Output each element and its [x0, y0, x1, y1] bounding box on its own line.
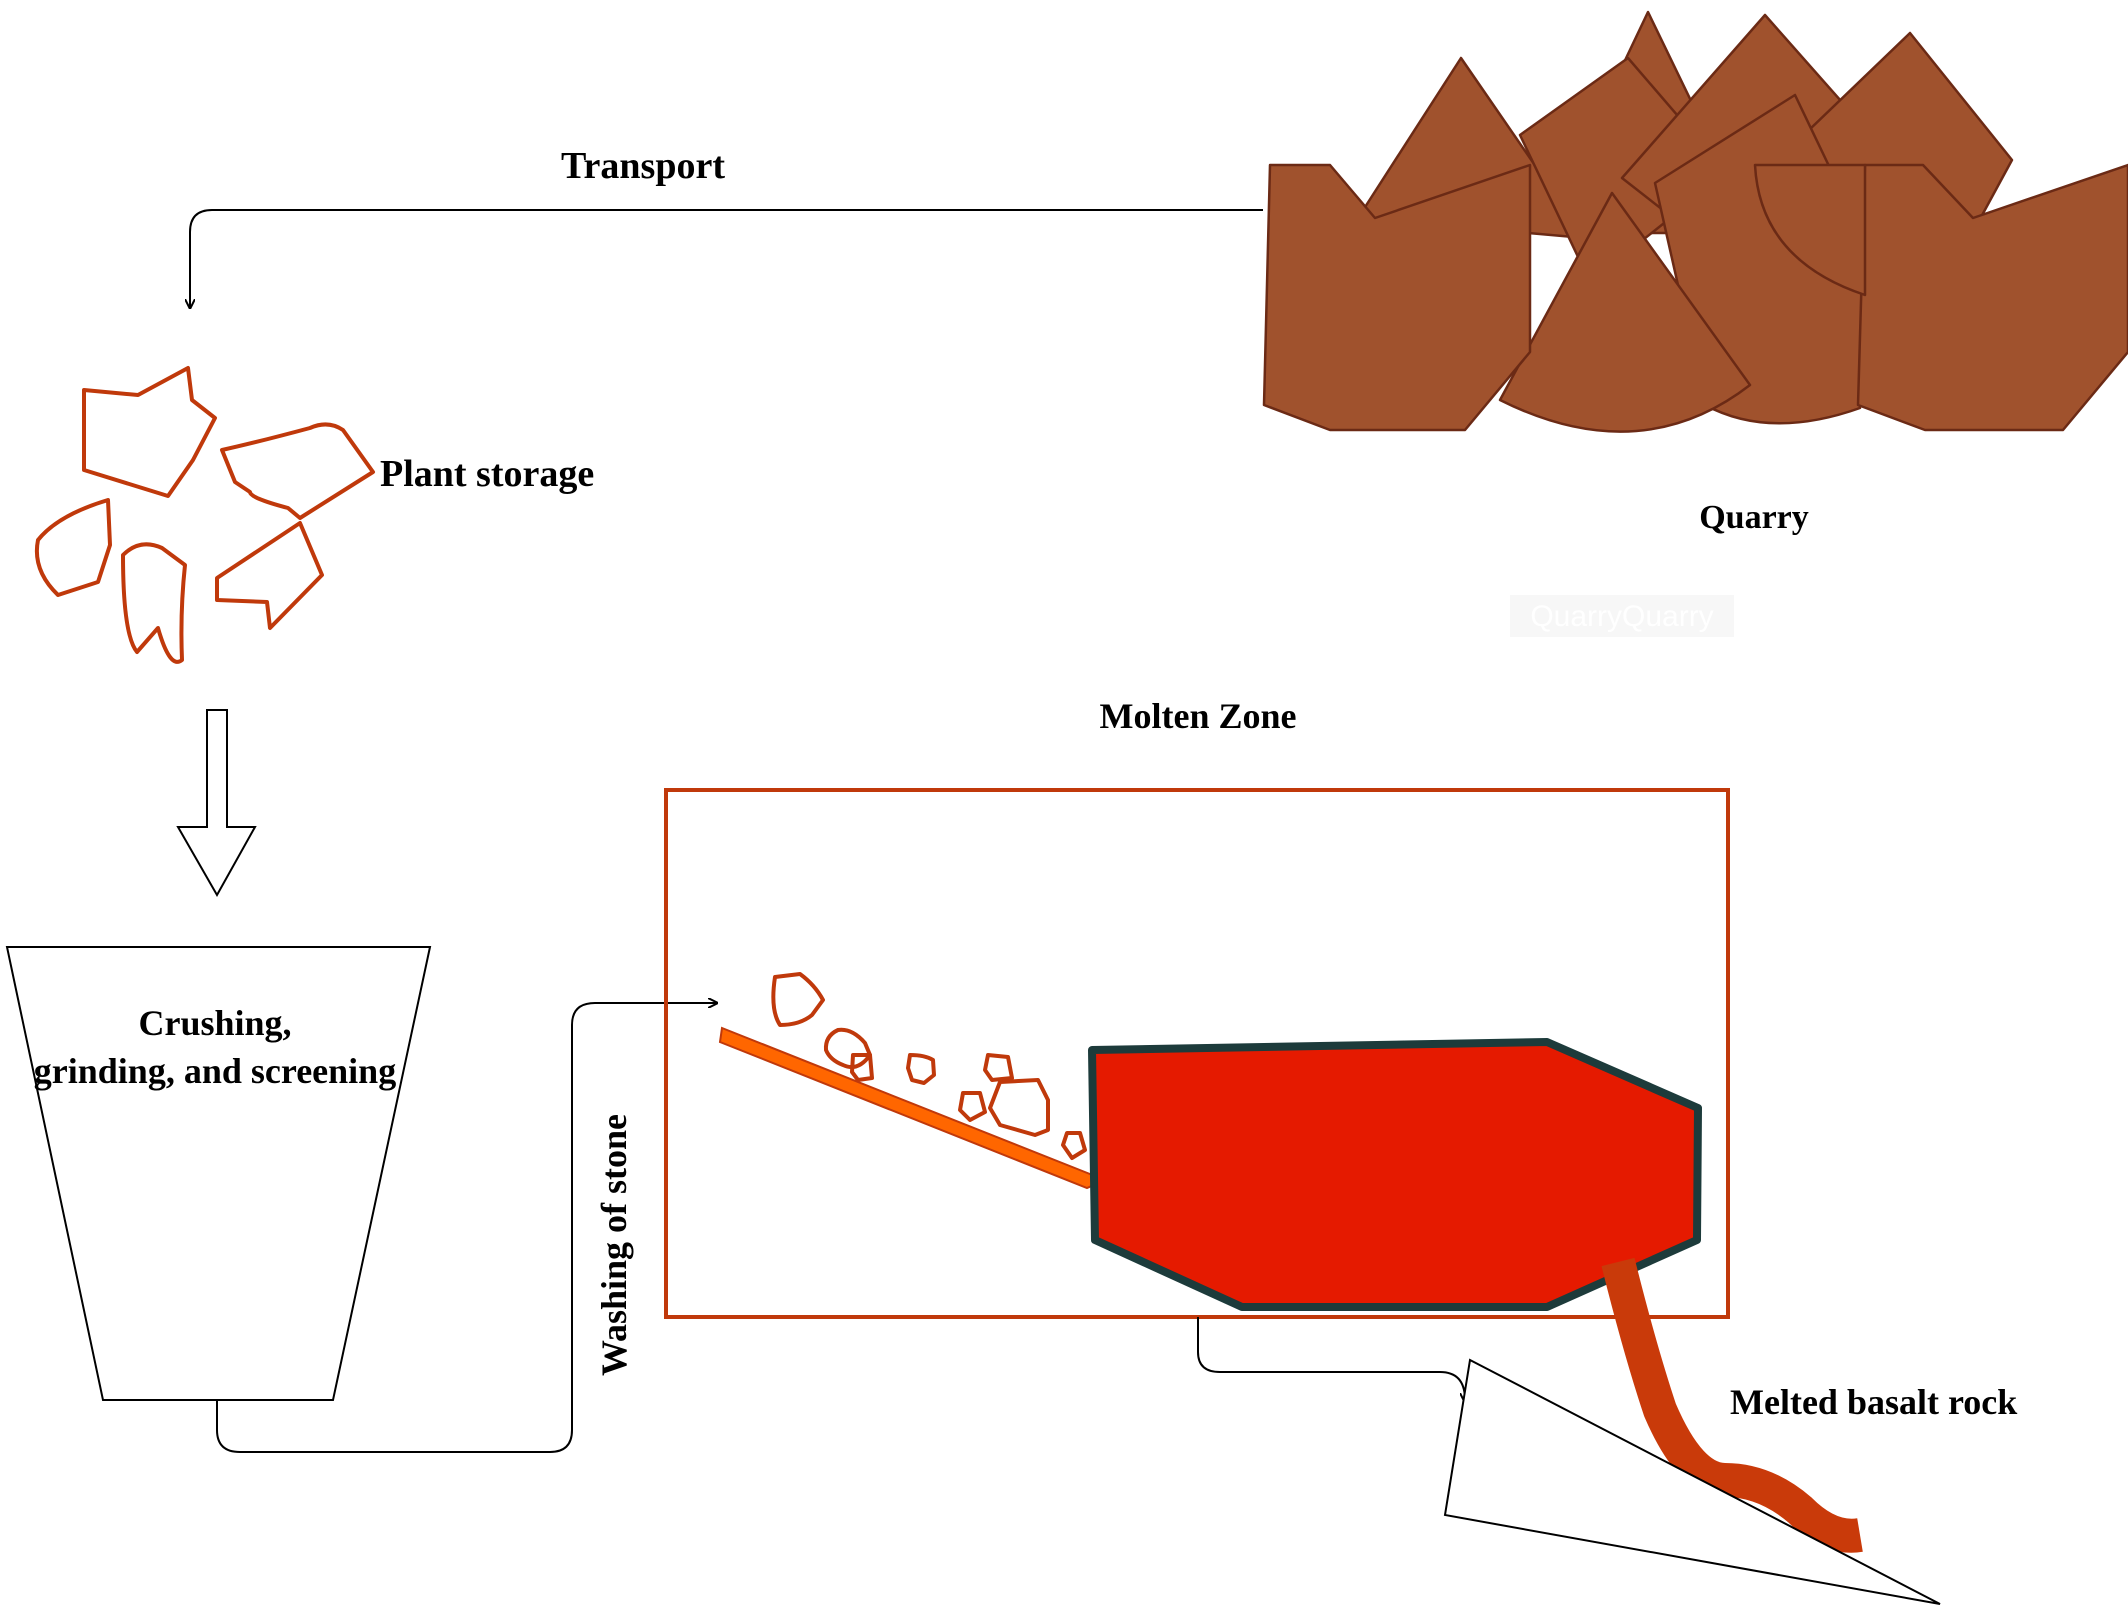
quarry-rock [1856, 163, 2128, 432]
washing-label: Washing of stone [594, 1114, 634, 1376]
quarry-ghost-box [1510, 595, 1734, 637]
plant-storage-label: Plant storage [380, 453, 594, 495]
cooling-wedge [1443, 1358, 1941, 1605]
chute-stone [1061, 1131, 1087, 1160]
chute-stone [771, 972, 825, 1027]
transport-label: Transport [561, 145, 725, 187]
quarry-ghost-label: QuarryQuarry [1530, 600, 1713, 633]
feed-chute [718, 1026, 1108, 1190]
plant-storage-stones [35, 366, 375, 664]
storage-stone [35, 498, 112, 597]
crushing-hopper [5, 946, 432, 1401]
quarry-rock [1498, 191, 1752, 433]
chute-stone [906, 1053, 936, 1085]
washing-connector-arrow [216, 1003, 717, 1453]
down-block-arrow [176, 709, 257, 898]
chute-stone [958, 1091, 987, 1122]
melted-basalt-label: Melted basalt rock [1730, 1382, 2017, 1422]
crushing-label-line2: grinding, and screening [34, 1051, 396, 1091]
storage-stone [121, 542, 187, 664]
storage-stone [220, 422, 375, 520]
storage-stone [215, 521, 324, 630]
quarry-rock [1753, 163, 1867, 297]
transport-arrow [190, 209, 1263, 308]
chute-stones [771, 972, 1087, 1160]
molten-zone-label: Molten Zone [1100, 696, 1297, 736]
outflow-arrow [1197, 1317, 1465, 1402]
chute-stone [823, 1027, 872, 1069]
melt-stream [1601, 1257, 1863, 1553]
storage-stone [82, 366, 217, 498]
quarry-label: Quarry [1699, 499, 1809, 536]
chute-stone [988, 1078, 1050, 1137]
quarry-rock [1262, 163, 1532, 432]
chute-stone [850, 1053, 874, 1082]
crushing-label-line1: Crushing, [138, 1003, 291, 1043]
quarry-rock-pile [1262, 10, 2128, 433]
chute-stone [983, 1053, 1014, 1082]
